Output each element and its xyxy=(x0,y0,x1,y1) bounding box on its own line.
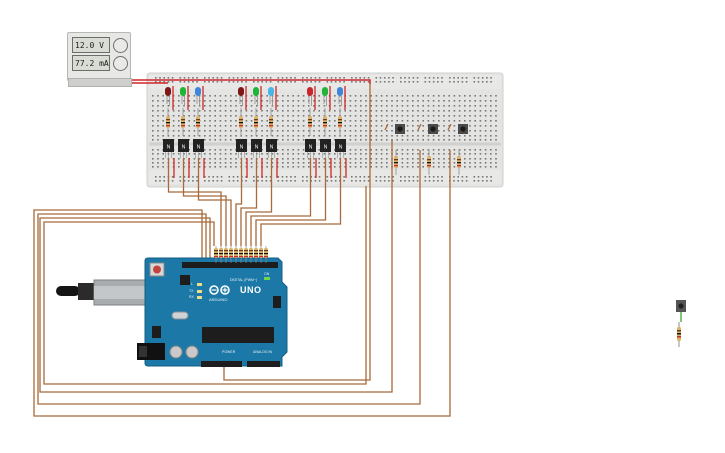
rx-label: RX xyxy=(189,295,194,299)
npn-transistor[interactable]: N xyxy=(335,139,346,158)
transistor-label: N xyxy=(339,145,343,151)
resistor xyxy=(181,108,185,136)
resistor xyxy=(239,108,243,136)
pulldown-resistor xyxy=(427,150,431,175)
board-name: UNO xyxy=(240,285,262,295)
resistor xyxy=(166,108,170,136)
digital-header[interactable] xyxy=(182,262,278,268)
npn-transistor[interactable]: N xyxy=(251,139,262,158)
transistor-label: N xyxy=(240,145,244,151)
resistor xyxy=(254,108,258,136)
npn-transistor[interactable]: N xyxy=(266,139,277,158)
analog-header[interactable] xyxy=(247,361,280,367)
led-5[interactable] xyxy=(253,87,259,106)
resistor xyxy=(308,108,312,136)
analog-label: ANALOG IN xyxy=(253,350,273,354)
power-label: POWER xyxy=(222,350,236,354)
power-jack xyxy=(137,343,165,360)
power-supply[interactable]: 12.0 V 77.2 mA xyxy=(67,32,132,87)
led-9[interactable] xyxy=(337,87,343,106)
npn-transistor[interactable]: N xyxy=(193,139,204,158)
icsp-header xyxy=(273,296,281,308)
icsp-header-small xyxy=(152,326,161,338)
current-knob[interactable] xyxy=(113,56,128,71)
pulldown-resistor xyxy=(394,150,398,175)
atmega-chip xyxy=(202,327,274,343)
led-6[interactable] xyxy=(268,87,274,106)
npn-transistor[interactable]: N xyxy=(178,139,189,158)
transistor-label: N xyxy=(167,145,171,151)
transistor-label: N xyxy=(255,145,259,151)
reset-button[interactable] xyxy=(149,262,165,277)
resistor xyxy=(338,108,342,136)
transistor-label: N xyxy=(309,145,313,151)
led-3[interactable] xyxy=(195,87,201,106)
crystal xyxy=(171,311,189,320)
arduino-logo-icon xyxy=(209,285,230,295)
npn-transistor[interactable]: N xyxy=(305,139,316,158)
on-led xyxy=(264,277,270,280)
current-display: 77.2 mA xyxy=(72,55,110,71)
npn-transistor[interactable]: N xyxy=(163,139,174,158)
power-header[interactable] xyxy=(201,361,242,367)
npn-transistor[interactable]: N xyxy=(320,139,331,158)
resistor xyxy=(323,108,327,136)
voltage-knob[interactable] xyxy=(113,38,128,53)
l-label: L xyxy=(191,282,193,286)
pushbutton-2[interactable] xyxy=(428,124,438,134)
on-label: ON xyxy=(264,272,270,276)
digital-header-label: DIGITAL (PWM~) xyxy=(230,278,258,282)
psu-terminals xyxy=(68,78,132,87)
standalone-resistor xyxy=(677,322,681,347)
brand-logo-text: ARDUINO xyxy=(209,297,228,302)
led-2[interactable] xyxy=(180,87,186,106)
pushbutton-1[interactable] xyxy=(395,124,405,134)
capacitor-2 xyxy=(185,345,199,359)
capacitor-1 xyxy=(169,345,183,359)
resistor xyxy=(269,108,273,136)
led-4[interactable] xyxy=(238,87,244,106)
led-7[interactable] xyxy=(307,87,313,106)
pulldown-resistor xyxy=(457,150,461,175)
usb-chip xyxy=(180,275,190,285)
resistor xyxy=(196,108,200,136)
arduino-uno-board[interactable] xyxy=(56,257,288,367)
header-resistors xyxy=(214,246,268,263)
transistor-label: N xyxy=(270,145,274,151)
npn-transistor[interactable]: N xyxy=(236,139,247,158)
transistor-label: N xyxy=(182,145,186,151)
led-8[interactable] xyxy=(322,87,328,106)
transistor-label: N xyxy=(197,145,201,151)
rx-led xyxy=(197,296,202,299)
wires xyxy=(33,84,452,417)
transistor-label: N xyxy=(324,145,328,151)
l-led xyxy=(197,283,202,286)
led-1[interactable] xyxy=(165,87,171,106)
tx-label: TX xyxy=(189,289,194,293)
standalone-pushbutton[interactable] xyxy=(676,300,686,322)
voltage-display: 12.0 V xyxy=(72,37,110,53)
tx-led xyxy=(197,290,202,293)
pushbutton-3[interactable] xyxy=(458,124,468,134)
